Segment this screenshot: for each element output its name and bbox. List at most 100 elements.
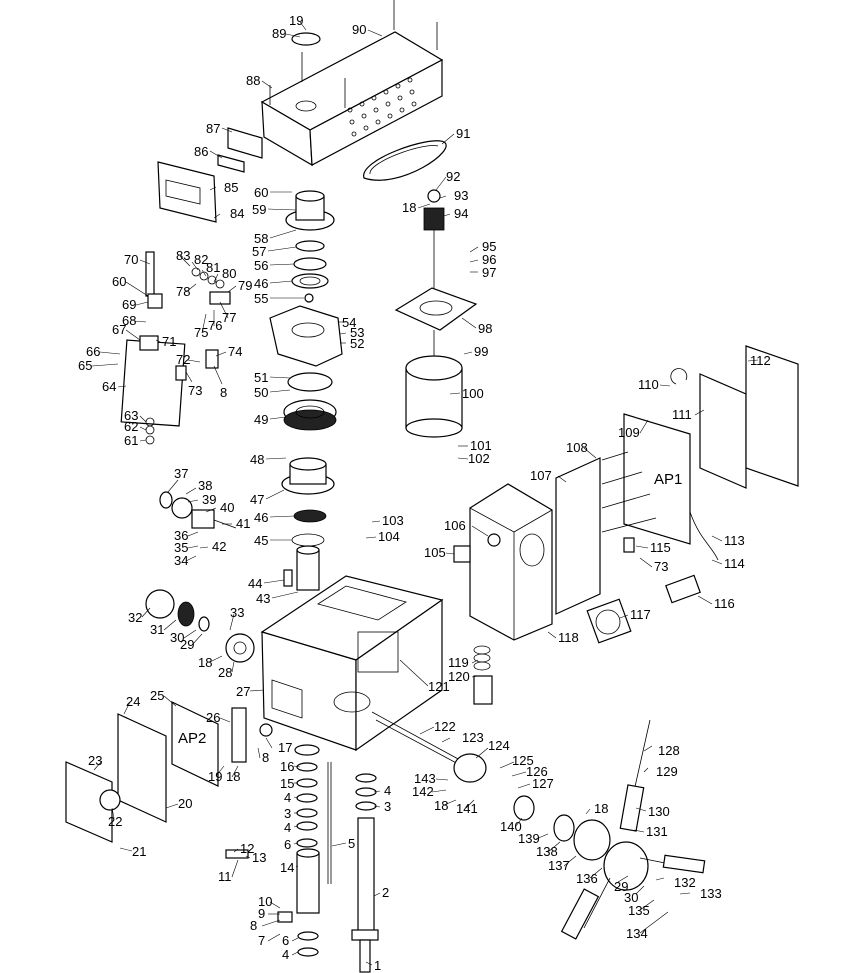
label-88: 88 [246, 73, 260, 88]
label-50: 50 [254, 385, 268, 400]
label-44: 44 [248, 576, 262, 591]
label-119: 119 [448, 655, 469, 670]
label-116: 116 [714, 596, 735, 611]
label-6a: 6 [284, 837, 291, 852]
label-55: 55 [254, 291, 268, 306]
label-16: 16 [280, 759, 294, 774]
label-10: 10 [258, 894, 272, 909]
label-18: 18 [402, 200, 416, 215]
label-24: 24 [126, 694, 140, 709]
label-5: 5 [348, 836, 355, 851]
label-62: 62 [124, 419, 138, 434]
label-141: 141 [456, 801, 478, 816]
label-18b: 18 [198, 655, 212, 670]
label-124: 124 [488, 738, 510, 753]
label-123: 123 [462, 730, 484, 745]
label-27: 27 [236, 684, 250, 699]
label-14: 14 [280, 860, 294, 875]
label-64: 64 [102, 379, 116, 394]
label-81: 81 [206, 260, 220, 275]
label-54: 54 [342, 315, 356, 330]
label-60: 60 [254, 185, 268, 200]
label-41: 41 [236, 516, 250, 531]
label-101: 101 [470, 438, 492, 453]
label-36: 36 [174, 528, 188, 543]
label-43: 43 [256, 591, 270, 606]
label-90: 90 [352, 22, 366, 37]
label-48: 48 [250, 452, 264, 467]
leader-lines [91, 21, 759, 966]
label-46b: 46 [254, 510, 268, 525]
label-133: 133 [700, 886, 722, 901]
label-125: 125 [512, 753, 534, 768]
label-68: 68 [122, 313, 136, 328]
label-83: 83 [176, 248, 190, 263]
label-120: 120 [448, 669, 470, 684]
label-30b: 30 [624, 890, 638, 905]
label-73: 73 [188, 383, 202, 398]
label-79: 79 [238, 278, 252, 293]
label-97: 97 [482, 265, 496, 280]
label-4a: 4 [284, 790, 291, 805]
motor-assembly [394, 189, 478, 438]
label-82: 82 [194, 252, 208, 267]
label-89: 89 [272, 26, 286, 41]
label-128: 128 [658, 743, 680, 758]
label-107: 107 [530, 468, 552, 483]
gear-assembly [145, 589, 255, 663]
label-60b: 60 [112, 274, 126, 289]
label-18c: 18 [226, 769, 240, 784]
label-35: 35 [174, 540, 188, 555]
label-94: 94 [454, 206, 468, 221]
label-105: 105 [424, 545, 446, 560]
label-131: 131 [646, 824, 668, 839]
feed-handwheel-assembly [371, 711, 706, 940]
label-93: 93 [454, 188, 468, 203]
cap-part [291, 32, 321, 46]
label-52: 52 [350, 336, 364, 351]
label-114: 114 [724, 556, 745, 571]
label-77: 77 [222, 310, 236, 325]
label-17: 17 [278, 740, 292, 755]
label-98: 98 [478, 321, 492, 336]
label-53: 53 [350, 325, 364, 340]
label-ap1: AP1 [654, 471, 682, 488]
label-29: 29 [180, 637, 194, 652]
label-20: 20 [178, 796, 192, 811]
label-ap2: AP2 [178, 730, 206, 747]
label-112: 112 [750, 353, 771, 368]
front-panel-part [157, 127, 263, 223]
label-26: 26 [206, 710, 220, 725]
label-6b: 6 [282, 933, 289, 948]
label-4c: 4 [384, 783, 391, 798]
label-23: 23 [88, 753, 102, 768]
label-100: 100 [462, 386, 484, 401]
label-74: 74 [228, 344, 242, 359]
label-8b: 8 [262, 750, 269, 765]
label-73b: 73 [654, 559, 668, 574]
label-99: 99 [474, 344, 488, 359]
spindle-pulley-assembly [269, 190, 343, 591]
part-labels: 19 89 90 88 87 86 85 84 91 60 59 58 57 5… [78, 13, 771, 973]
label-4b: 4 [284, 820, 291, 835]
label-56: 56 [254, 258, 268, 273]
label-102: 102 [468, 451, 490, 466]
left-control-assembly [120, 251, 231, 445]
label-37: 37 [174, 466, 188, 481]
label-127: 127 [532, 776, 554, 791]
label-42: 42 [212, 539, 226, 554]
label-29b: 29 [614, 879, 628, 894]
label-72: 72 [176, 352, 190, 367]
label-104: 104 [378, 529, 400, 544]
electrical-box-part [453, 345, 799, 705]
label-122: 122 [434, 719, 456, 734]
label-87: 87 [206, 121, 220, 136]
label-59: 59 [252, 202, 266, 217]
label-110: 110 [638, 377, 659, 392]
label-69: 69 [122, 297, 136, 312]
label-70: 70 [124, 252, 138, 267]
label-92: 92 [446, 169, 460, 184]
label-31: 31 [150, 622, 164, 637]
label-47: 47 [250, 492, 264, 507]
label-18e: 18 [594, 801, 608, 816]
